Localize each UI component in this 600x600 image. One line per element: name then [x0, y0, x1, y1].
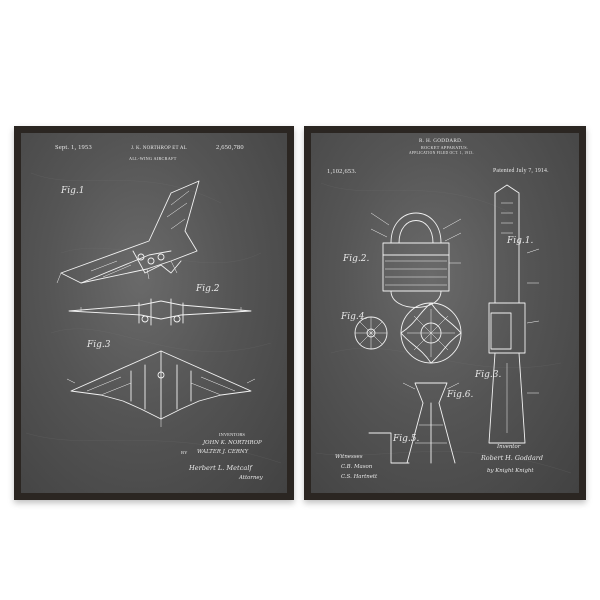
patent-date: Sept. 1, 1953: [55, 144, 92, 151]
fig2-label: Fig.2: [196, 284, 220, 294]
witnesses-label: Witnesses: [335, 454, 363, 460]
witness-1-signature: C.B. Mason: [341, 464, 373, 470]
patent-number: 1,102,653.: [327, 168, 357, 175]
chalk-texture: [315, 182, 572, 474]
chalk-texture: [25, 172, 282, 464]
fig1-label: Fig.1.: [507, 236, 534, 246]
fig3-label: Fig.3: [87, 340, 111, 350]
fig3-label: Fig.3.: [475, 370, 502, 380]
fig1-label: Fig.1: [61, 186, 85, 196]
inventor-label: Inventor: [497, 444, 521, 450]
patent-filed-date: APPLICATION FILED OCT. 1, 1913.: [409, 151, 474, 155]
flying-wing-plan-drawing: [66, 350, 256, 427]
inventors-label: INVENTORS: [219, 432, 245, 437]
fig5-label: Fig.5.: [393, 434, 420, 444]
right-chalkboard-print: R. H. GODDARD. ROCKET APPARATUS. APPLICA…: [311, 133, 579, 493]
attorney-label: Attorney: [239, 475, 263, 481]
aircraft-drawings: [56, 180, 256, 427]
launch-stand-drawing: [368, 382, 460, 464]
left-picture-frame: Sept. 1, 1953 J. K. NORTHROP ET AL 2,650…: [14, 126, 294, 500]
right-picture-frame: R. H. GODDARD. ROCKET APPARATUS. APPLICA…: [304, 126, 586, 500]
fig2-label: Fig.2.: [343, 254, 370, 264]
by-label: BY: [181, 450, 188, 455]
rocket-drawings: [354, 184, 540, 464]
rocket-body-drawing: [488, 184, 540, 444]
attorney-signature: by Knight Knight: [487, 468, 534, 474]
patent-date: Patented July 7, 1914.: [493, 168, 549, 174]
left-chalkboard-print: Sept. 1, 1953 J. K. NORTHROP ET AL 2,650…: [21, 133, 287, 493]
patent-title: ROCKET APPARATUS.: [421, 145, 469, 150]
fig4-label: Fig.4.: [341, 312, 368, 322]
attorney-signature: Herbert L. Metcalf: [189, 464, 252, 472]
inventor-2-signature: WALTER J. CERNY: [197, 449, 249, 455]
patent-inventor-header: J. K. NORTHROP ET AL: [131, 146, 187, 151]
patent-inventor-header: R. H. GODDARD.: [419, 138, 463, 144]
patent-number: 2,650,780: [216, 144, 244, 151]
fig6-label: Fig.6.: [447, 390, 474, 400]
flying-wing-front-drawing: [68, 298, 252, 326]
combustion-chamber-drawing: [370, 212, 462, 308]
patent-title: ALL-WING AIRCRAFT: [129, 156, 177, 161]
inventor-signature: Robert H. Goddard: [481, 454, 543, 462]
feed-wheel-drawing: [354, 302, 462, 364]
witness-2-signature: C.S. Hartnett: [341, 474, 378, 480]
flying-wing-perspective-drawing: [56, 180, 200, 284]
inventor-1-signature: JOHN K. NORTHROP: [203, 440, 262, 446]
